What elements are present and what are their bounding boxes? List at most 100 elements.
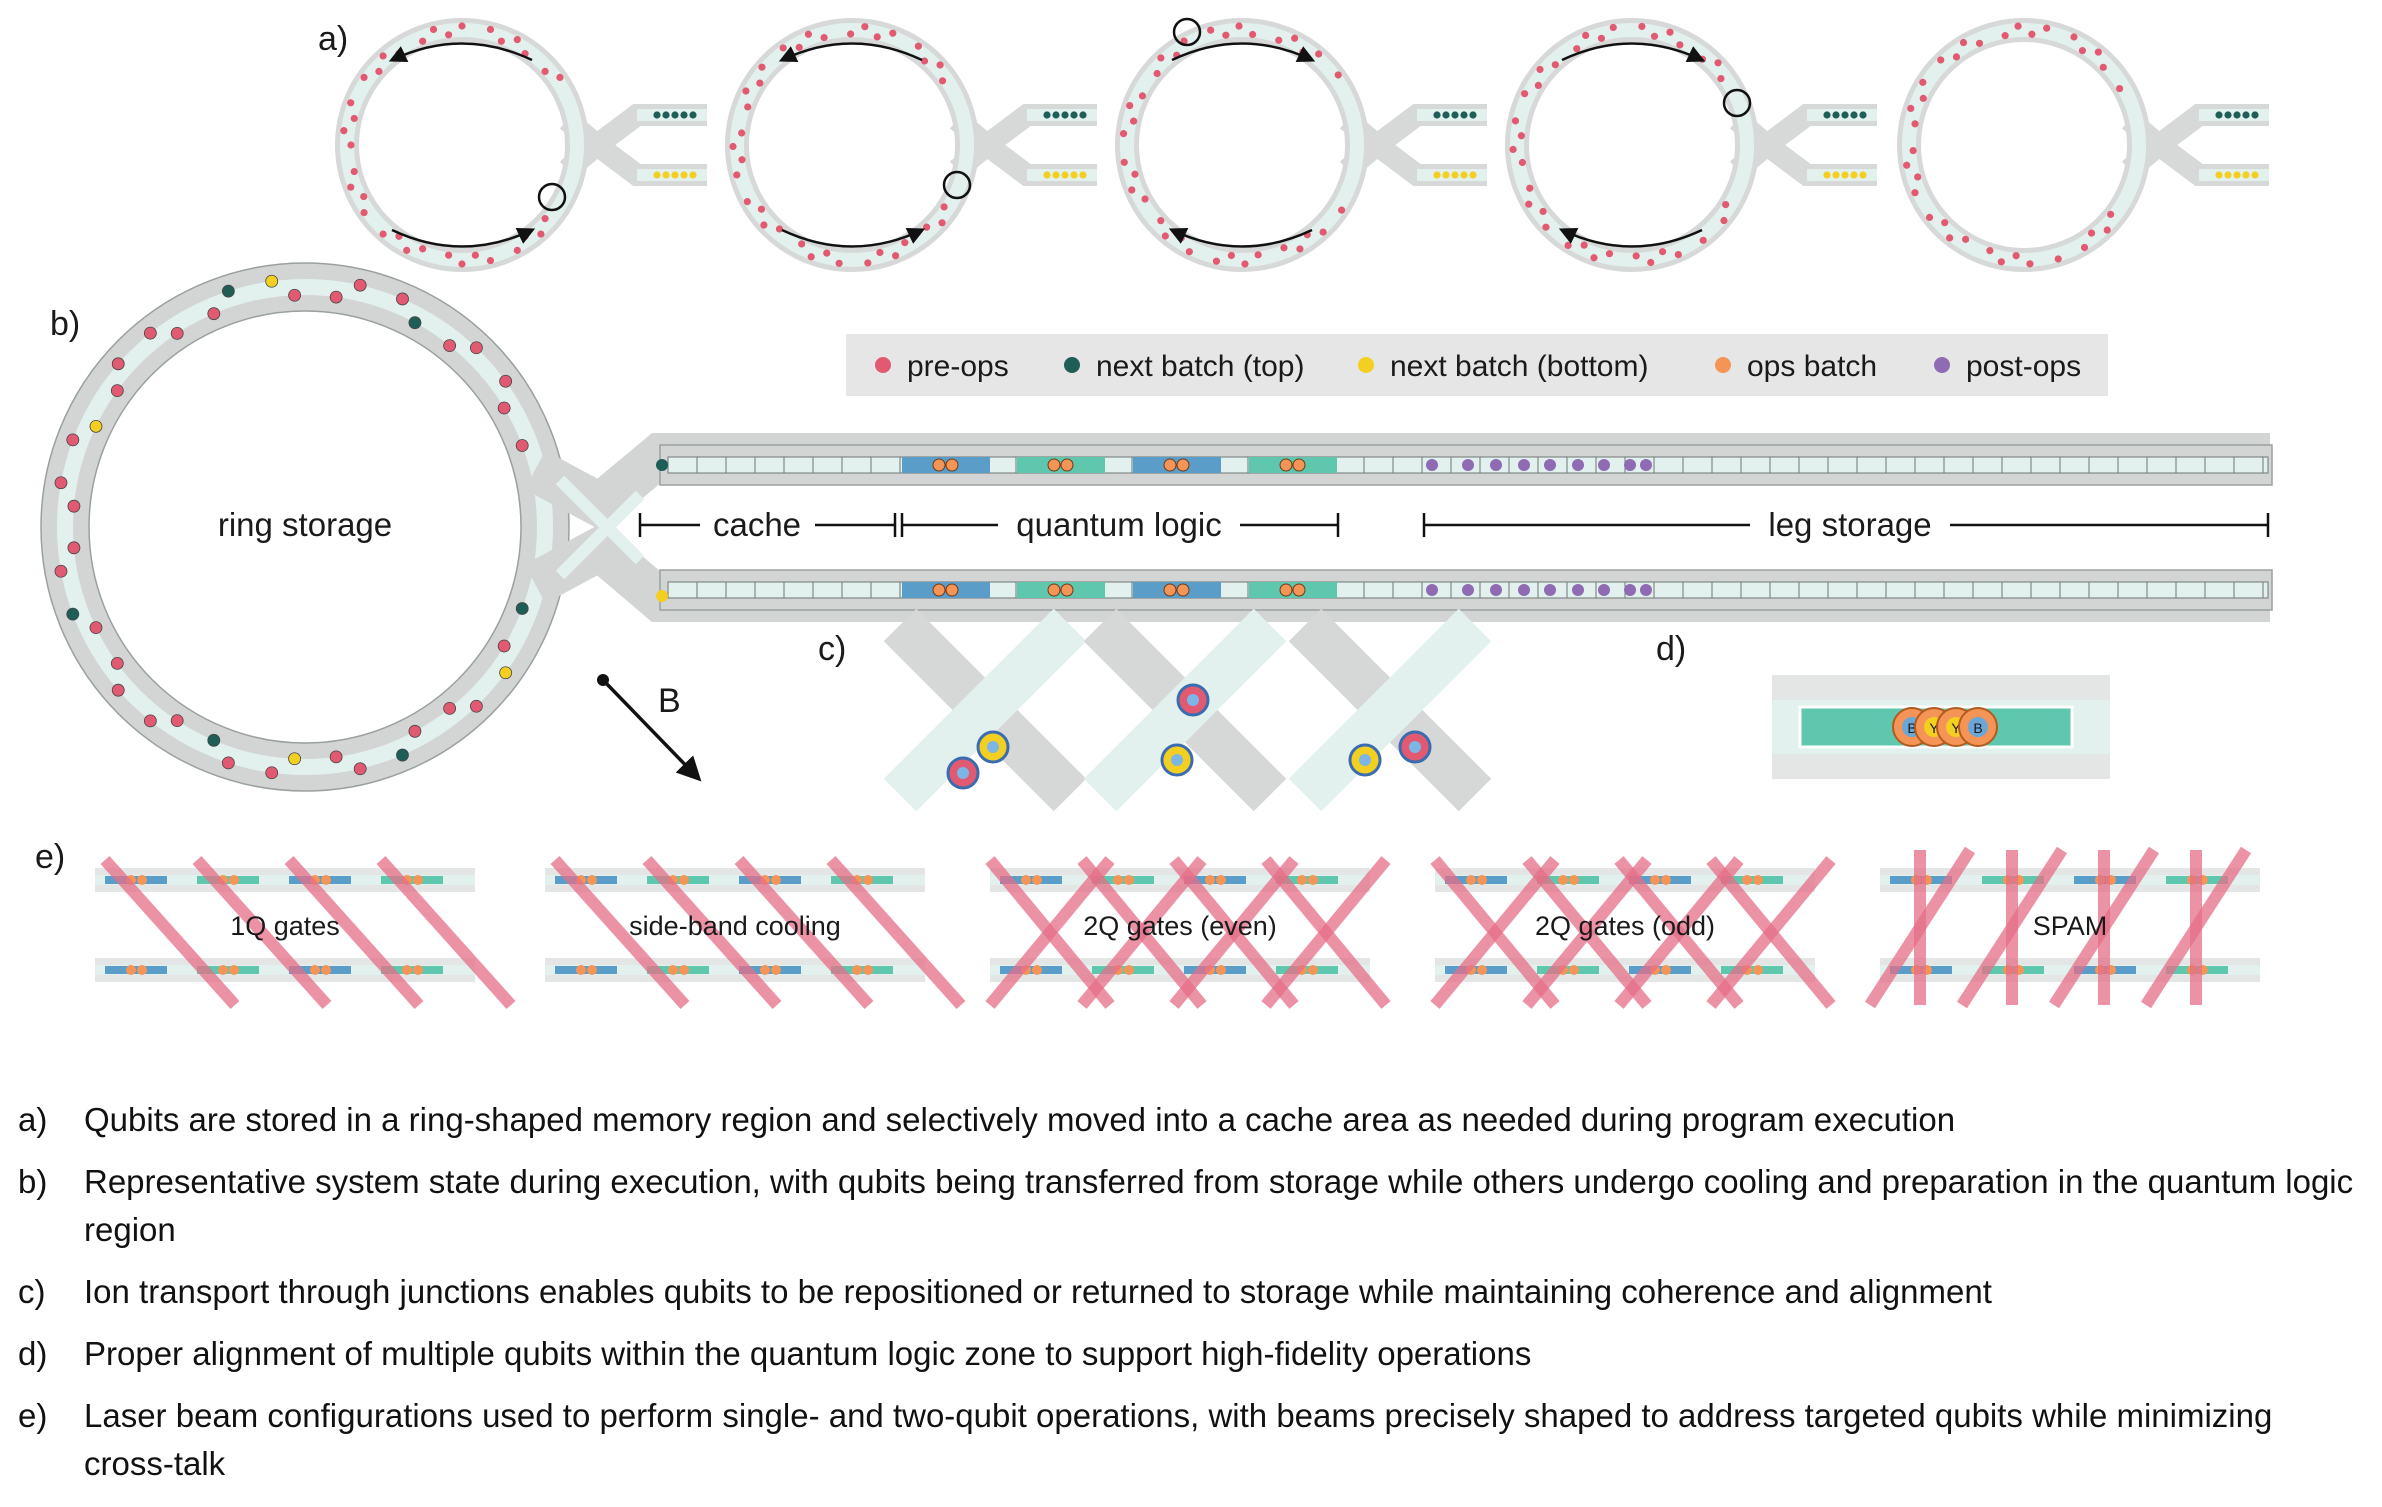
qubit-pre-ops <box>1526 184 1534 192</box>
ring-qubit <box>221 756 235 770</box>
ops-qubit <box>587 875 597 885</box>
qubit-pre-ops <box>1235 22 1243 30</box>
qubit-pre-ops <box>1903 161 1911 169</box>
qubit-pre-ops <box>775 225 784 233</box>
qubit-post-ops <box>1640 584 1652 596</box>
qubit-pre-ops <box>2070 33 2078 41</box>
qubit-next-top <box>1841 111 1849 119</box>
gate-mode-label: side-band cooling <box>629 911 841 941</box>
ring-qubit <box>329 290 343 304</box>
qubit-pre-ops <box>1153 69 1161 78</box>
ring-qubit <box>66 607 80 621</box>
qubit-pre-ops <box>738 129 746 137</box>
qubit-ops-batch <box>1163 583 1177 597</box>
qubit-pre-ops <box>1128 186 1136 194</box>
qubit-next-bottom <box>689 171 697 179</box>
qubit-next-bottom <box>1460 171 1468 179</box>
qubit-next-top <box>1043 111 1051 119</box>
qubit-post-ops <box>1624 459 1636 471</box>
ring-qubit <box>111 357 125 371</box>
ops-qubit <box>1477 965 1487 975</box>
legend-entry: next batch (top) <box>1096 350 1304 383</box>
ring-qubit <box>443 701 457 715</box>
caption-item: e)Laser beam configurations used to perf… <box>18 1392 2368 1488</box>
ops-qubit <box>1466 875 1476 885</box>
qubit-pre-ops <box>379 230 387 238</box>
qubit-pre-ops <box>2054 255 2062 263</box>
qubit-pre-ops <box>1632 252 1640 260</box>
laser-beam <box>1077 856 1207 1009</box>
ring-qubit <box>67 541 81 555</box>
qubit-pre-ops <box>2103 226 2111 234</box>
qubit-next-top <box>1433 111 1441 119</box>
qubit-next-top <box>1070 111 1078 119</box>
panel-b-label: b) <box>50 305 80 343</box>
qubit-pre-ops <box>2099 63 2107 71</box>
ops-qubit <box>1569 875 1579 885</box>
ops-qubit <box>679 965 689 975</box>
ops-qubit <box>1113 875 1123 885</box>
legend-entry: post-ops <box>1966 350 2081 383</box>
qubit-pre-ops <box>2078 47 2087 55</box>
laser-beam <box>1430 856 1560 1009</box>
caption-text: Proper alignment of multiple qubits with… <box>84 1335 1532 1372</box>
qubit-post-ops <box>1490 584 1502 596</box>
caption-text: Qubits are stored in a ring-shaped memor… <box>84 1101 1956 1138</box>
qubit-pre-ops <box>2107 210 2115 218</box>
qubit-pre-ops <box>429 25 438 34</box>
ring-qubit <box>67 499 81 513</box>
qubit-pre-ops <box>1937 56 1945 64</box>
trap-channel <box>1880 875 2260 885</box>
qubit-pre-ops <box>379 52 387 60</box>
qubit-pre-ops <box>1941 219 1949 227</box>
qubit-pre-ops <box>1161 232 1169 240</box>
ops-qubit <box>1742 875 1752 885</box>
qubit-pre-ops <box>1658 248 1667 256</box>
qubit-pre-ops <box>914 42 922 50</box>
qubit-next-bottom <box>1823 171 1831 179</box>
qubit-pre-ops <box>2094 48 2102 56</box>
qubit-pre-ops <box>938 77 947 85</box>
mini-ring-state <box>335 18 707 272</box>
qubit-pre-ops <box>1296 245 1304 253</box>
qubit-pre-ops <box>876 248 884 257</box>
qubit-pre-ops <box>835 259 843 267</box>
qubit-pre-ops <box>497 37 505 45</box>
rotation-arrow-top <box>1171 42 1316 62</box>
ops-qubit <box>413 965 423 975</box>
ring-qubit <box>353 278 367 292</box>
ring-qubit <box>89 419 103 433</box>
qubit-pre-ops <box>1138 92 1147 100</box>
qubit-ops-batch <box>1176 583 1190 597</box>
qubit-pre-ops <box>2028 30 2036 38</box>
ring-qubit <box>54 476 68 490</box>
qubit-pre-ops <box>1676 41 1684 49</box>
ops-qubit <box>863 965 873 975</box>
qubit-pre-ops <box>471 251 479 259</box>
ring-qubit <box>265 274 279 288</box>
qubit-pre-ops <box>861 23 869 31</box>
trap-channel <box>95 875 475 885</box>
qubit-next-bottom <box>2251 171 2259 179</box>
legend-background <box>846 334 2108 396</box>
qubit-pre-ops <box>458 260 466 268</box>
qubit-pre-ops <box>744 103 752 111</box>
qubit-post-ops <box>1518 459 1530 471</box>
qubit-next-top <box>1850 111 1858 119</box>
qubit-ops-batch <box>1279 458 1293 472</box>
qubit-ops-batch <box>1060 583 1074 597</box>
qubit-pre-ops <box>360 208 368 217</box>
qubit-next-bottom <box>1469 171 1477 179</box>
ring-qubit <box>497 401 511 415</box>
qubit-pre-ops <box>1573 45 1581 53</box>
qubit-post-ops <box>1490 459 1502 471</box>
qubit-pre-ops <box>1590 254 1598 262</box>
ring-outer-edge <box>40 262 570 792</box>
region-labels: ring storage cache quantum logic leg sto… <box>218 506 2270 543</box>
ring-qubit <box>329 750 343 764</box>
ring-qubit <box>170 714 184 728</box>
qubit-post-ops <box>1598 584 1610 596</box>
qubit-next-top <box>1079 111 1087 119</box>
qubit-pre-ops <box>486 25 495 34</box>
